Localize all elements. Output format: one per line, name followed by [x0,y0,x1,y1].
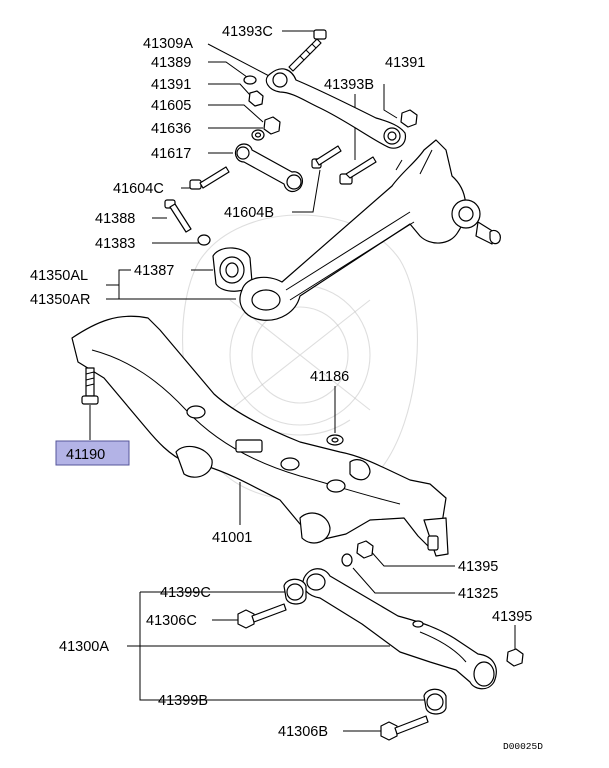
washer-41395-upper [341,553,353,567]
leader-lines [89,30,516,732]
label-41391-left: 41391 [151,77,191,93]
label-41350ar: 41350AR [30,292,90,308]
upper-control-arm [265,68,407,149]
nut-41605 [263,116,281,135]
diagram-code: D00025D [503,741,543,752]
bolt-41604c [189,166,230,190]
washer-41383 [197,234,211,246]
bolt-41306c [237,603,287,629]
label-41306c: 41306C [146,613,197,629]
label-41399c: 41399C [160,585,211,601]
label-41636: 41636 [151,121,191,137]
nut-41391-right [400,109,418,128]
bushing-41399c [283,578,307,605]
label-41393b: 41393B [324,77,374,93]
label-41604b: 41604B [224,205,274,221]
label-41395-lower: 41395 [492,609,532,625]
nut-41325 [356,540,374,559]
bolt-41388 [164,199,192,233]
label-41190: 41190 [66,447,105,463]
label-41300a: 41300A [59,639,109,655]
label-41605: 41605 [151,98,191,114]
bolt-41190 [81,367,99,405]
trailing-arm-41350 [239,139,501,321]
bushing-41387 [212,247,253,292]
label-41387: 41387 [134,263,174,279]
label-41395-upper: 41395 [458,559,498,575]
lower-control-arm-41300a [302,568,497,690]
crossmember-41001 [71,315,449,557]
bushing-41399b [423,688,447,715]
label-41325: 41325 [458,586,498,602]
label-41389: 41389 [151,55,191,71]
label-41383: 41383 [95,236,135,252]
label-41391-right: 41391 [385,55,425,71]
upper-arm-bolt-41393c [288,29,327,72]
highlight-box-41190 [55,440,130,466]
label-41393c: 41393C [222,24,273,40]
bolt-41604b [311,145,377,185]
label-41617: 41617 [151,146,191,162]
label-41350al: 41350AL [30,268,88,284]
toe-link-41617 [234,143,304,193]
label-41388: 41388 [95,211,135,227]
washer-41389 [243,75,257,85]
nut-41395-lower [506,648,524,667]
bolt-41306b [380,715,429,741]
label-41309a: 41309A [143,36,193,52]
nut-41391-left [248,90,264,107]
washer-41186 [326,434,344,446]
washer-41636 [251,129,265,141]
label-41399b: 41399B [158,693,208,709]
part-labels: 41393C 41309A 41389 41391 41391 41393B 4… [30,24,543,752]
label-41186: 41186 [310,369,349,385]
label-41604c: 41604C [113,181,164,197]
label-41306b: 41306B [278,724,328,740]
label-41001: 41001 [212,530,252,546]
